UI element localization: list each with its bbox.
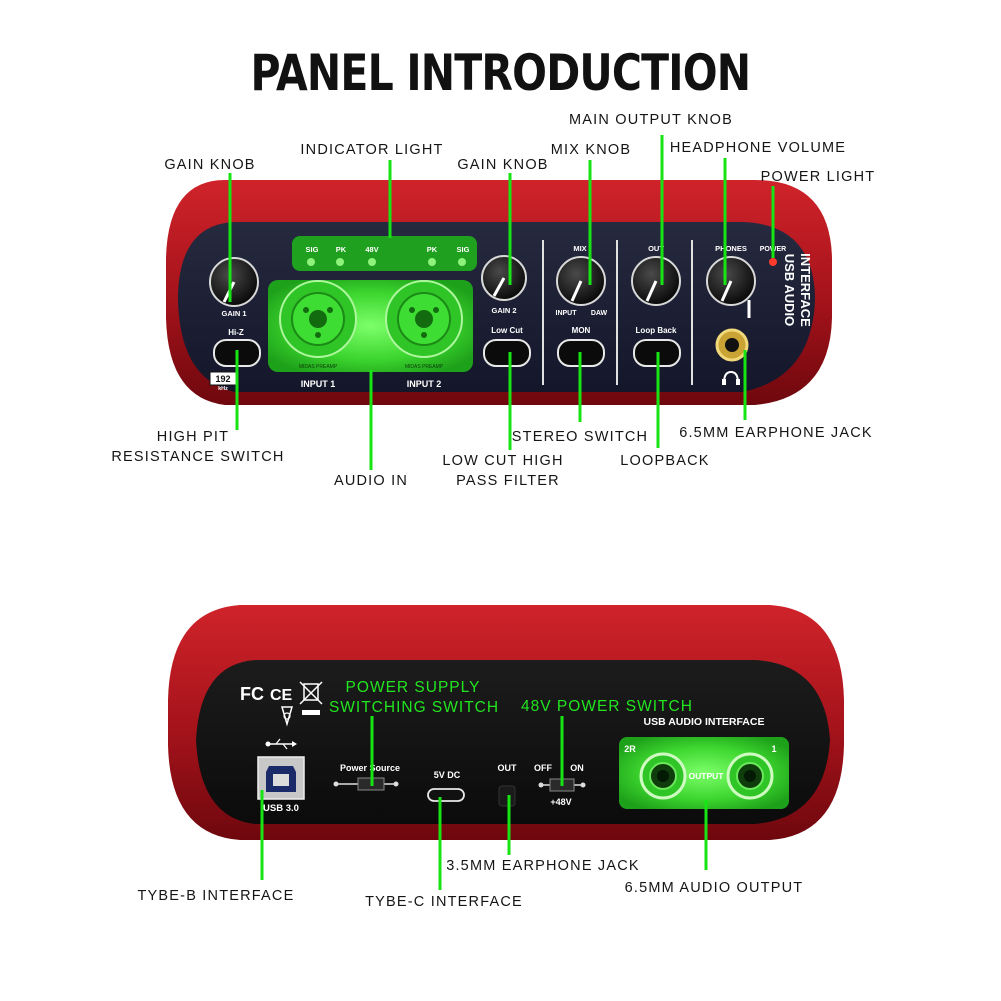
callout-gain-knob-2: GAIN KNOB bbox=[457, 157, 548, 173]
callout-loopback: LOOPBACK bbox=[620, 453, 709, 469]
main-output-knob-pointer bbox=[645, 280, 658, 302]
48v-off-label: OFF bbox=[534, 763, 552, 773]
sample-rate-unit: kHz bbox=[218, 386, 228, 392]
phones-label: PHONES bbox=[715, 244, 747, 253]
callout-high-pit-line-1: HIGH PIT bbox=[157, 429, 229, 445]
midas-preamp-label-1: MIDAS PREAMP bbox=[299, 364, 338, 370]
callout-audio-in: AUDIO IN bbox=[334, 473, 408, 489]
callout-power-supply-line-1: POWER SUPPLY bbox=[346, 679, 481, 696]
callout-headphone-volume: HEADPHONE VOLUME bbox=[670, 140, 846, 156]
fc-mark: FC bbox=[240, 684, 264, 704]
led-label-pk-1: PK bbox=[336, 245, 347, 254]
back-panel-unit: FC CE USB 3.0 Power Source bbox=[168, 605, 844, 840]
output-2r-jack[interactable] bbox=[639, 752, 687, 800]
callout-main-output-knob: MAIN OUTPUT KNOB bbox=[569, 112, 733, 128]
callout-low-cut-line-2: PASS FILTER bbox=[456, 473, 560, 489]
mix-label: MIX bbox=[573, 244, 586, 253]
hiz-label: Hi-Z bbox=[228, 328, 244, 337]
headphone-volume-knob-pointer bbox=[720, 280, 733, 302]
led-label-sig-2: SIG bbox=[457, 245, 470, 254]
usb-audio-vertical-text-1: USB AUDIO bbox=[782, 254, 797, 326]
led-label-pk-2: PK bbox=[427, 245, 438, 254]
usb-icon bbox=[265, 738, 297, 750]
callout-mix-knob: MIX KNOB bbox=[551, 142, 632, 158]
midas-preamp-label-2: MIDAS PREAMP bbox=[405, 364, 444, 370]
out-35-label: OUT bbox=[498, 763, 518, 773]
usb-type-c-port[interactable] bbox=[427, 788, 465, 802]
indicator-led-strip bbox=[292, 236, 477, 271]
callout-gain-knob-1: GAIN KNOB bbox=[164, 157, 255, 173]
led-sig-1 bbox=[307, 258, 315, 266]
callout-power-supply-line-2: SWITCHING SWITCH bbox=[329, 699, 499, 716]
input-1-combo-jack[interactable] bbox=[279, 280, 357, 358]
front-callout-lines bbox=[228, 135, 775, 470]
output-label: OUTPUT bbox=[689, 771, 725, 781]
low-cut-label: Low Cut bbox=[491, 326, 523, 335]
led-pk-2 bbox=[428, 258, 436, 266]
gain-1-label: GAIN 1 bbox=[221, 309, 246, 318]
weee-bin-icon bbox=[299, 681, 323, 715]
48v-plus-label: +48V bbox=[550, 797, 571, 807]
callout-48v-power-switch: 48V POWER SWITCH bbox=[521, 698, 693, 715]
mon-label: MON bbox=[572, 326, 591, 335]
rcm-mark-icon bbox=[280, 706, 294, 727]
front-callout-labels: GAIN KNOB INDICATOR LIGHT GAIN KNOB MIX … bbox=[111, 112, 876, 489]
dc-5v-label: 5V DC bbox=[434, 770, 461, 780]
gain-2-knob-pointer bbox=[492, 277, 506, 297]
usb-audio-vertical-text-2: INTERFACE bbox=[798, 253, 813, 327]
led-label-48v: 48V bbox=[365, 245, 378, 254]
usb-3-label: USB 3.0 bbox=[263, 803, 299, 814]
sample-rate-number: 192 bbox=[215, 374, 230, 384]
earphone-jack-3-5mm[interactable] bbox=[498, 785, 516, 807]
mix-input-label: INPUT bbox=[556, 310, 578, 317]
gain-2-label: GAIN 2 bbox=[491, 306, 516, 315]
back-callout-lines bbox=[260, 716, 708, 890]
led-pk-1 bbox=[336, 258, 344, 266]
led-label-sig-1: SIG bbox=[306, 245, 319, 254]
loopback-label: Loop Back bbox=[636, 326, 677, 335]
input-2-combo-jack[interactable] bbox=[385, 280, 463, 358]
callout-type-c-interface: TYBE-C INTERFACE bbox=[365, 894, 523, 910]
ce-mark: CE bbox=[270, 687, 293, 704]
callout-low-cut-line-1: LOW CUT HIGH bbox=[442, 453, 563, 469]
usb-audio-interface-label: USB AUDIO INTERFACE bbox=[644, 716, 765, 728]
callout-high-pit-line-2: RESISTANCE SWITCH bbox=[111, 449, 284, 465]
power-led bbox=[769, 258, 777, 266]
front-panel-unit: SIG PK 48V PK SIG GAIN 1 Hi-Z 192 kHz bbox=[166, 180, 832, 405]
mix-daw-label: DAW bbox=[591, 310, 608, 317]
input-2-label: INPUT 2 bbox=[407, 379, 442, 389]
usb-type-b-port[interactable] bbox=[257, 756, 305, 800]
back-callout-labels: POWER SUPPLY SWITCHING SWITCH 48V POWER … bbox=[138, 679, 804, 910]
power-source-label: Power Source bbox=[340, 763, 400, 773]
48v-on-label: ON bbox=[570, 763, 584, 773]
output-2r-label: 2R bbox=[624, 744, 636, 754]
led-48v bbox=[368, 258, 376, 266]
callout-indicator-light: INDICATOR LIGHT bbox=[300, 142, 443, 158]
callout-6-5mm-audio-output: 6.5MM AUDIO OUTPUT bbox=[625, 880, 804, 896]
callout-3-5mm-earphone-jack: 3.5MM EARPHONE JACK bbox=[446, 858, 640, 874]
led-labels: SIG PK 48V PK SIG bbox=[306, 245, 470, 254]
callout-power-light: POWER LIGHT bbox=[761, 169, 876, 185]
mix-knob-pointer bbox=[570, 280, 583, 302]
callout-stereo-switch: STEREO SWITCH bbox=[512, 429, 648, 445]
page-title: PANEL INTRODUCTION bbox=[250, 44, 752, 102]
low-cut-switch[interactable] bbox=[483, 339, 531, 367]
headphone-icon bbox=[722, 370, 740, 385]
callout-type-b-interface: TYBE-B INTERFACE bbox=[138, 888, 295, 904]
output-1-label: 1 bbox=[771, 744, 776, 754]
input-1-label: INPUT 1 bbox=[301, 379, 336, 389]
output-1-jack[interactable] bbox=[726, 752, 774, 800]
led-sig-2 bbox=[458, 258, 466, 266]
callout-earphone-jack: 6.5MM EARPHONE JACK bbox=[679, 425, 873, 441]
out-label: OUT bbox=[648, 244, 664, 253]
